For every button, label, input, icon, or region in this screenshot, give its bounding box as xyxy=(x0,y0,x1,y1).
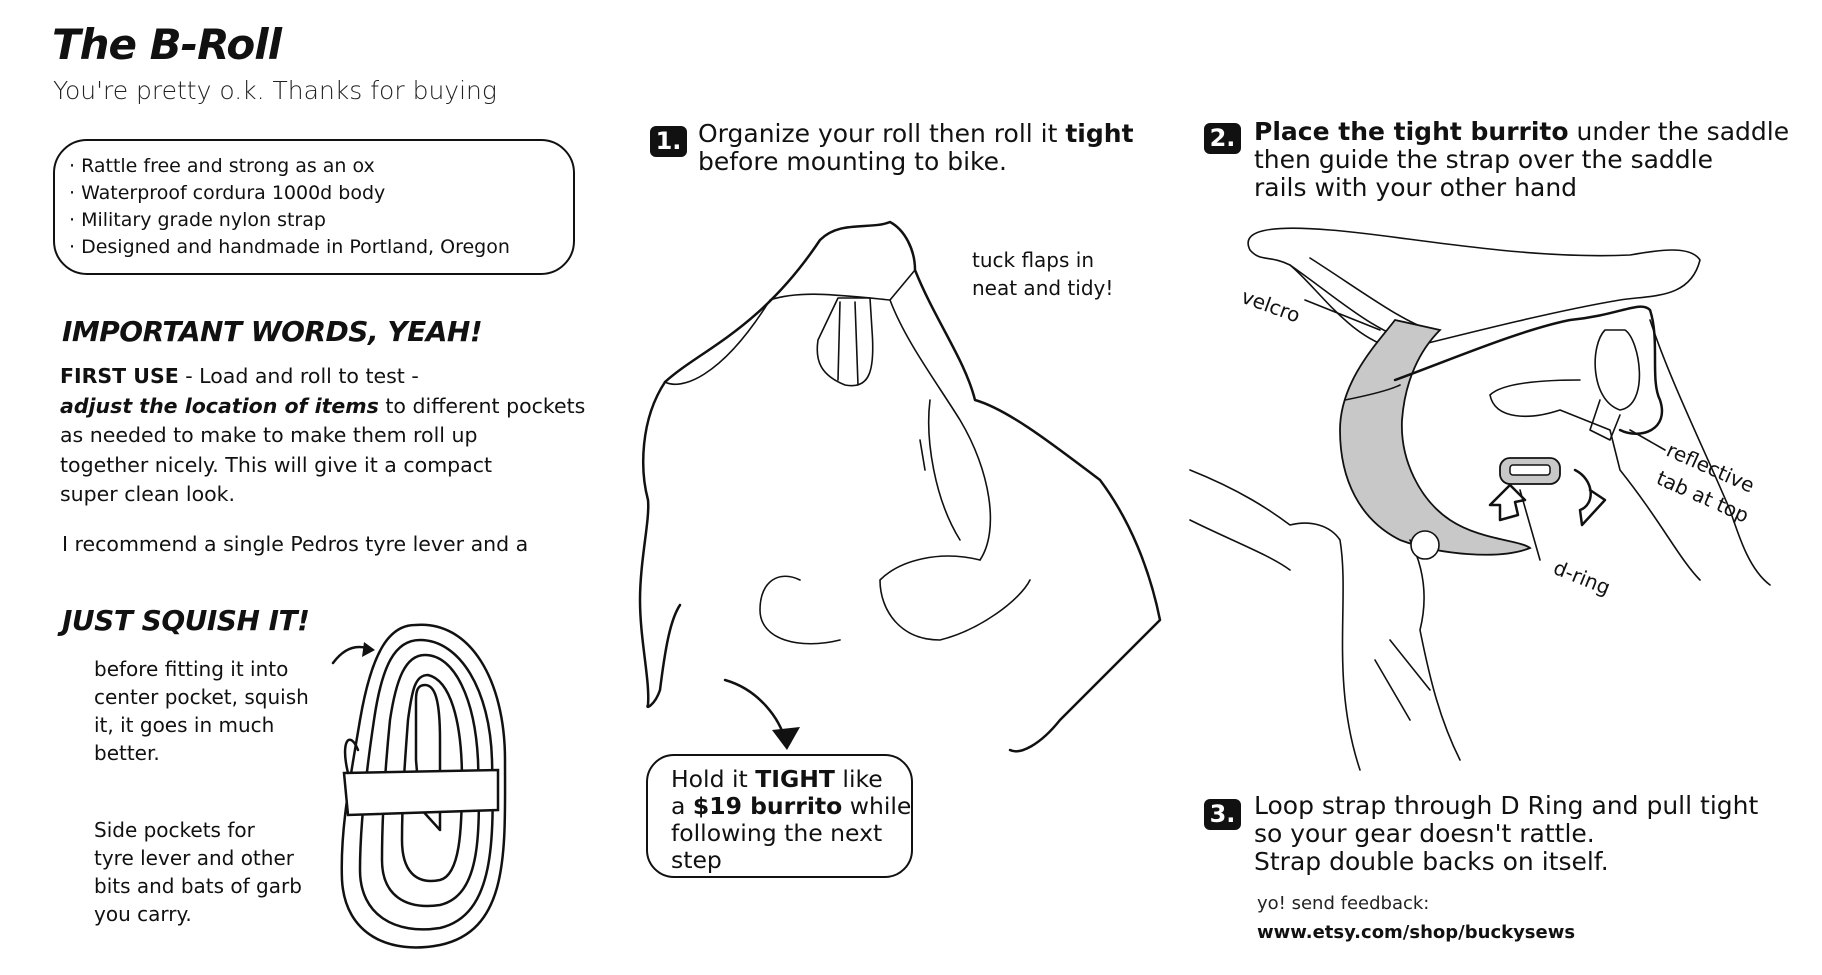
step2-bold: Place the tight burrito xyxy=(1254,117,1569,146)
squish-line: it, it goes in much xyxy=(94,713,275,737)
step2-text: Place the tight burrito under the saddle… xyxy=(1254,118,1789,202)
burrito-callout: Hold it TIGHT like a $19 burrito while f… xyxy=(646,754,913,878)
step1-badge: 1. xyxy=(650,126,687,157)
step3-line: so your gear doesn't rattle. xyxy=(1254,819,1595,848)
step2-line: then guide the strap over the saddle xyxy=(1254,145,1713,174)
first-use-paragraph: FIRST USE - Load and roll to test - adju… xyxy=(60,362,585,510)
paragraph-line: together nicely. This will give it a com… xyxy=(60,452,493,477)
callout-bold: $19 burrito xyxy=(692,792,843,820)
step1-line: Organize your roll then roll it xyxy=(698,119,1066,148)
side-line: you carry. xyxy=(94,902,192,926)
step2-line: under the saddle xyxy=(1568,117,1790,146)
tube-band xyxy=(342,768,500,817)
step1-text: Organize your roll then roll it tight be… xyxy=(698,120,1134,176)
squish-line: before fitting it into xyxy=(94,657,289,681)
tuck-line: tuck flaps in xyxy=(972,248,1095,272)
squish-heading: JUST SQUISH IT! xyxy=(62,604,310,637)
step3-badge: 3. xyxy=(1204,799,1241,830)
strap xyxy=(1339,318,1532,556)
page-subtitle: You're pretty o.k. Thanks for buying xyxy=(53,76,497,105)
callout-text: while xyxy=(842,792,912,820)
paragraph-line: super clean look. xyxy=(60,482,236,506)
feature-item: · Waterproof cordura 1000d body xyxy=(69,182,386,204)
step3-text: Loop strap through D Ring and pull tight… xyxy=(1254,792,1758,876)
side-pockets-text: Side pockets for tyre lever and other bi… xyxy=(94,816,302,928)
features-box: · Rattle free and strong as an ox · Wate… xyxy=(53,139,575,275)
loop-arrow-icon xyxy=(1573,468,1607,527)
side-line: Side pockets for xyxy=(94,818,255,842)
callout-text: step xyxy=(671,846,722,874)
page-title: The B-Roll xyxy=(52,20,282,69)
squish-line: center pocket, squish xyxy=(94,685,309,709)
tuck-note: tuck flaps in neat and tidy! xyxy=(972,246,1113,302)
feature-item: · Rattle free and strong as an ox xyxy=(69,155,375,177)
feature-item: · Designed and handmade in Portland, Ore… xyxy=(69,236,510,258)
squish-text: before fitting it into center pocket, sq… xyxy=(94,655,309,767)
step1-line: before mounting to bike. xyxy=(698,147,1007,176)
step3-line: Loop strap through D Ring and pull tight xyxy=(1254,791,1759,820)
step1-bold: tight xyxy=(1065,119,1134,148)
callout-text: Hold it xyxy=(671,765,756,793)
feedback-label: yo! send feedback: xyxy=(1257,893,1430,914)
feature-item: · Military grade nylon strap xyxy=(69,209,326,231)
shop-url-link[interactable]: www.etsy.com/shop/buckysews xyxy=(1257,922,1576,943)
first-use-label: FIRST USE xyxy=(60,364,179,388)
arrow-head-icon xyxy=(362,642,375,657)
callout-text: like xyxy=(834,765,883,793)
first-use-text: - Load and roll to test - xyxy=(178,364,419,388)
callout-bold: TIGHT xyxy=(755,765,835,793)
squish-line: better. xyxy=(94,741,160,765)
step-number: 3. xyxy=(1204,799,1241,830)
step2-badge: 2. xyxy=(1204,123,1241,154)
velcro-label: velcro xyxy=(1238,284,1303,327)
up-arrow-icon xyxy=(1488,483,1527,522)
step2-line: rails with your other hand xyxy=(1254,173,1578,202)
side-line: tyre lever and other xyxy=(94,846,294,870)
step-number: 1. xyxy=(650,126,687,157)
adjust-emphasis: adjust the location of items xyxy=(60,393,379,418)
tuck-line: neat and tidy! xyxy=(972,276,1114,300)
callout-text: a xyxy=(671,792,693,820)
recommend-text: I recommend a single Pedros tyre lever a… xyxy=(62,532,529,556)
step-number: 2. xyxy=(1204,123,1241,154)
important-heading: IMPORTANT WORDS, YEAH! xyxy=(62,315,483,348)
paragraph-line: as needed to make to make them roll up xyxy=(60,423,478,447)
callout-text: following the next xyxy=(671,819,883,847)
adjust-text: to different pockets xyxy=(378,393,586,418)
d-ring-label: d-ring xyxy=(1550,555,1614,599)
step3-line: Strap double backs on itself. xyxy=(1254,847,1609,876)
side-line: bits and bats of garb xyxy=(94,874,302,898)
